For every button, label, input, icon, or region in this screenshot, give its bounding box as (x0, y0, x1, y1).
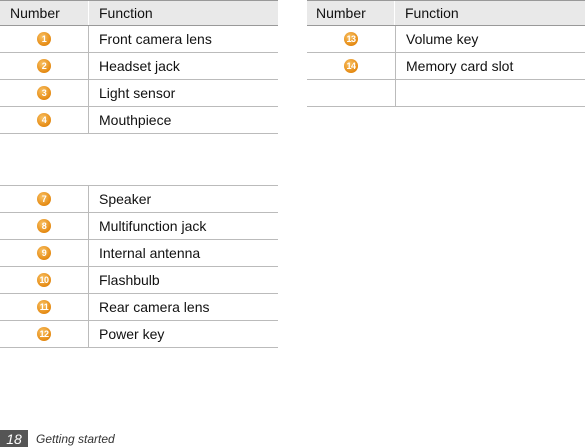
table-row: 10 Flashbulb (0, 267, 278, 294)
number-badge: 8 (37, 219, 51, 233)
table-row: 11 Rear camera lens (0, 294, 278, 321)
function-cell: Volume key (395, 26, 478, 52)
table-row: 9 Internal antenna (0, 240, 278, 267)
number-badge: 12 (37, 327, 51, 341)
number-badge: 9 (37, 246, 51, 260)
function-cell: Flashbulb (88, 267, 160, 293)
right-function-table: Number Function 13 Volume key 14 Memory … (307, 0, 585, 107)
function-cell: Rear camera lens (88, 294, 210, 320)
table-row-empty (307, 80, 585, 107)
number-badge: 13 (344, 32, 358, 46)
page-number: 18 (0, 430, 28, 447)
number-badge: 10 (37, 273, 51, 287)
table-row: 12 Power key (0, 321, 278, 348)
table-header: Number Function (307, 0, 585, 26)
table-row: 8 Multifunction jack (0, 213, 278, 240)
number-badge: 3 (37, 86, 51, 100)
table-row: 7 Speaker (0, 186, 278, 213)
function-cell: Memory card slot (395, 53, 513, 79)
table-row: 14 Memory card slot (307, 53, 585, 80)
table-row: 1 Front camera lens (0, 26, 278, 53)
number-badge: 14 (344, 59, 358, 73)
number-badge: 7 (37, 192, 51, 206)
function-cell: Power key (88, 321, 164, 347)
table-row: 3 Light sensor (0, 80, 278, 107)
number-badge: 11 (37, 300, 51, 314)
number-column-header: Number (316, 5, 366, 21)
number-badge: 1 (37, 32, 51, 46)
function-cell: Mouthpiece (88, 107, 171, 133)
table-row: 4 Mouthpiece (0, 107, 278, 134)
function-cell: Light sensor (88, 80, 175, 106)
left-function-table: Number Function 1 Front camera lens 2 He… (0, 0, 278, 348)
section-title: Getting started (36, 431, 115, 446)
table-gap (0, 134, 278, 186)
function-cell: Front camera lens (88, 26, 212, 52)
number-badge: 4 (37, 113, 51, 127)
function-cell: Internal antenna (88, 240, 200, 266)
number-badge: 2 (37, 59, 51, 73)
function-column-header: Function (394, 1, 459, 25)
function-column-header: Function (88, 1, 153, 25)
table-row: 13 Volume key (307, 26, 585, 53)
page-footer: 18 Getting started (0, 430, 115, 447)
function-cell: Speaker (88, 186, 151, 212)
table-row: 2 Headset jack (0, 53, 278, 80)
function-cell: Headset jack (88, 53, 180, 79)
function-cell: Multifunction jack (88, 213, 206, 239)
number-column-header: Number (10, 5, 60, 21)
table-header: Number Function (0, 0, 278, 26)
